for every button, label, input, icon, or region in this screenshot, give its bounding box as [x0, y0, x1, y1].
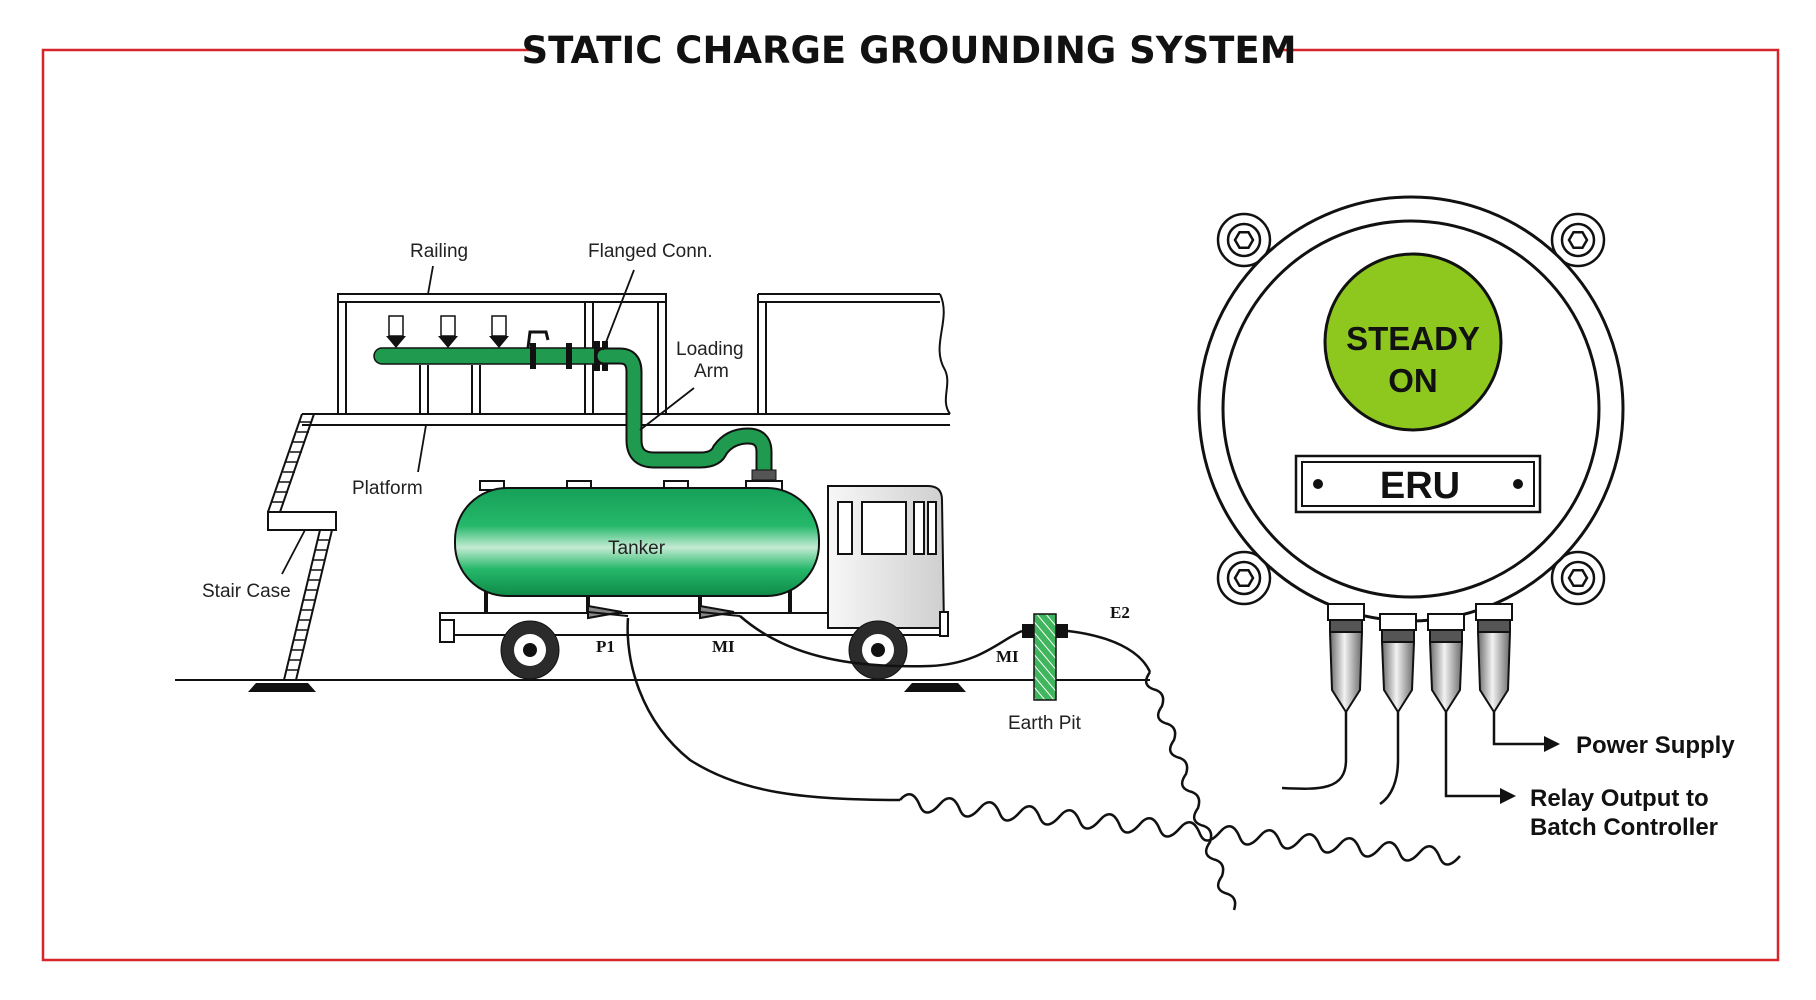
earth-pit: [1022, 613, 1068, 701]
cables: [626, 615, 1546, 911]
label-leaders: [281, 265, 695, 575]
cable-gland-3: [1427, 613, 1465, 714]
screw-hex-icon: [1560, 222, 1596, 258]
platform-footing: [904, 683, 966, 692]
indicator-text-line2: ON: [1388, 362, 1438, 399]
screw-hex-icon: [1226, 560, 1262, 596]
stair-footing: [248, 683, 316, 692]
label-stair-case: Stair Case: [202, 581, 291, 602]
eru-enclosure: STEADY ON ERU: [1197, 195, 1625, 714]
label-e2: E2: [1110, 603, 1130, 622]
label-mi-truck: MI: [712, 637, 735, 656]
screw-hex-icon: [1226, 222, 1262, 258]
diagram-title: STATIC CHARGE GROUNDING SYSTEM: [521, 29, 1296, 72]
label-power-supply: Power Supply: [1576, 732, 1735, 759]
staircase: [267, 413, 337, 681]
label-loading-arm-1: Loading: [676, 339, 744, 360]
clamp-icon: [699, 604, 741, 620]
title-frame: [41, 48, 1780, 962]
eru-nameplate: ERU: [1380, 465, 1460, 507]
label-earth-pit: Earth Pit: [1008, 713, 1082, 734]
cable-gland-2: [1379, 613, 1417, 714]
screw-hex-icon: [1560, 560, 1596, 596]
loading-platform: [302, 293, 951, 426]
clamp-icon: [587, 604, 629, 620]
label-loading-arm-2: Arm: [694, 361, 729, 382]
label-mi-pit: MI: [996, 647, 1019, 666]
header-pipe: [373, 315, 611, 371]
arrowheads: [1500, 736, 1560, 804]
steady-on-indicator: [1323, 252, 1503, 432]
cable-gland-1: [1327, 603, 1365, 714]
label-tanker: Tanker: [608, 538, 666, 559]
label-railing: Railing: [410, 241, 468, 262]
tank-body: [454, 487, 820, 597]
cable-gland-4: [1475, 603, 1513, 714]
label-platform: Platform: [352, 478, 423, 499]
label-relay-output-line2: Batch Controller: [1530, 814, 1718, 841]
wheel-icon: [848, 620, 908, 680]
label-p1: P1: [596, 637, 615, 656]
label-flanged-conn: Flanged Conn.: [588, 241, 713, 262]
wheel-icon: [500, 620, 560, 680]
label-relay-output-line1: Relay Output to: [1530, 785, 1709, 812]
indicator-text-line1: STEADY: [1346, 320, 1480, 357]
tanker-truck: [439, 480, 949, 680]
